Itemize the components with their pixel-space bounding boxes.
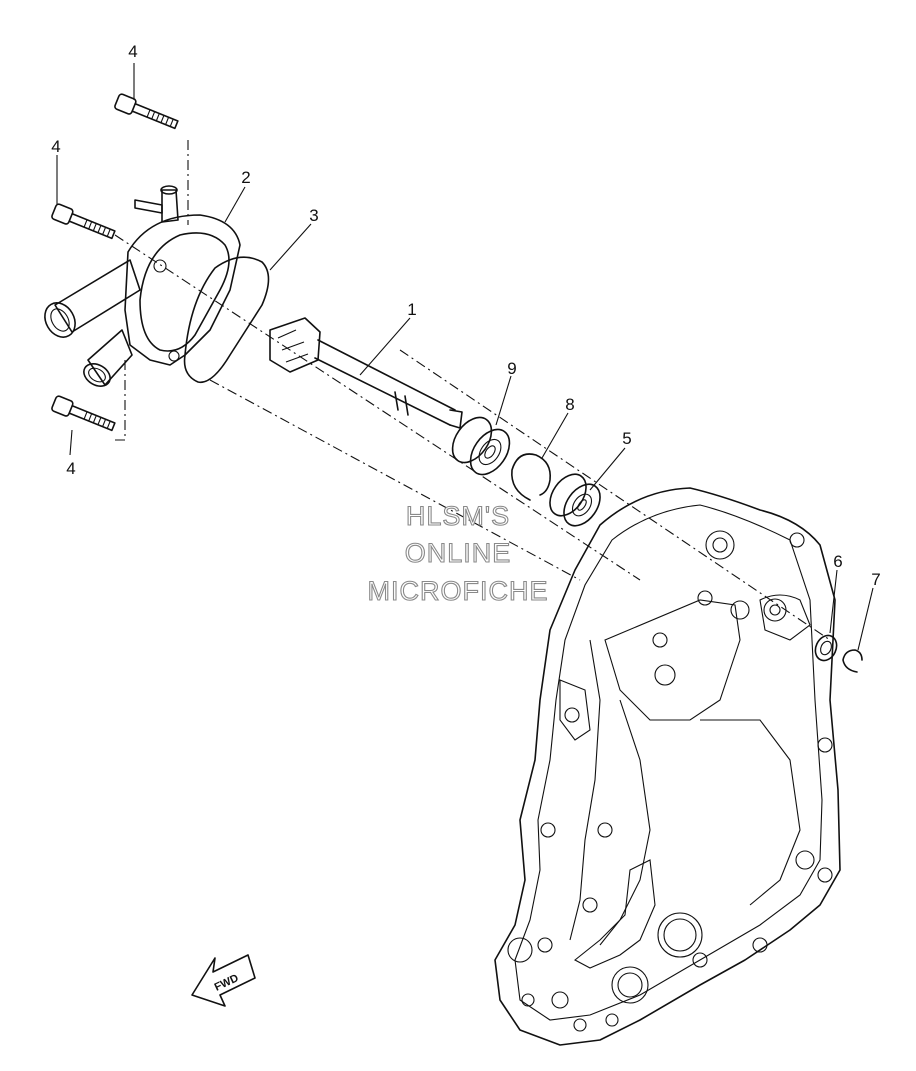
impeller-shaft-part-1 [269,317,463,429]
o-ring-part-3 [183,256,270,384]
callout-8: 8 [565,395,574,414]
washer-part-6 [814,634,838,662]
circlip-part-8 [511,453,552,501]
callout-3: 3 [309,206,318,225]
callout-2: 2 [241,168,250,187]
crankcase-cover [494,487,841,1046]
leader-lines [56,63,874,651]
bolt-bottom [51,395,116,432]
pump-housing [44,185,241,387]
watermark: HLSM'S ONLINE MICROFICHE [367,500,549,606]
watermark-line-1: HLSM'S [406,501,510,531]
callout-4-top: 4 [128,42,137,61]
callout-4-bottom: 4 [66,459,75,478]
bearing-part-5 [549,473,601,527]
bearing-part-9 [451,416,511,476]
fwd-label: FWD [213,972,241,993]
callout-5: 5 [622,429,631,448]
gasket-part-2 [139,232,230,352]
callouts: 4 4 4 2 3 1 9 8 5 6 7 [51,42,880,589]
callout-9: 9 [507,359,516,378]
bolt-middle [51,203,116,240]
clip-part-7 [842,649,863,673]
assembly-lines [112,140,831,641]
callout-4-middle: 4 [51,137,60,156]
fwd-arrow-icon: FWD [191,954,256,1007]
callout-6: 6 [833,552,842,571]
watermark-line-3: MICROFICHE [368,576,549,606]
bolt-top [114,93,179,130]
callout-7: 7 [871,570,880,589]
watermark-line-2: ONLINE [405,538,512,568]
callout-1: 1 [407,300,416,319]
